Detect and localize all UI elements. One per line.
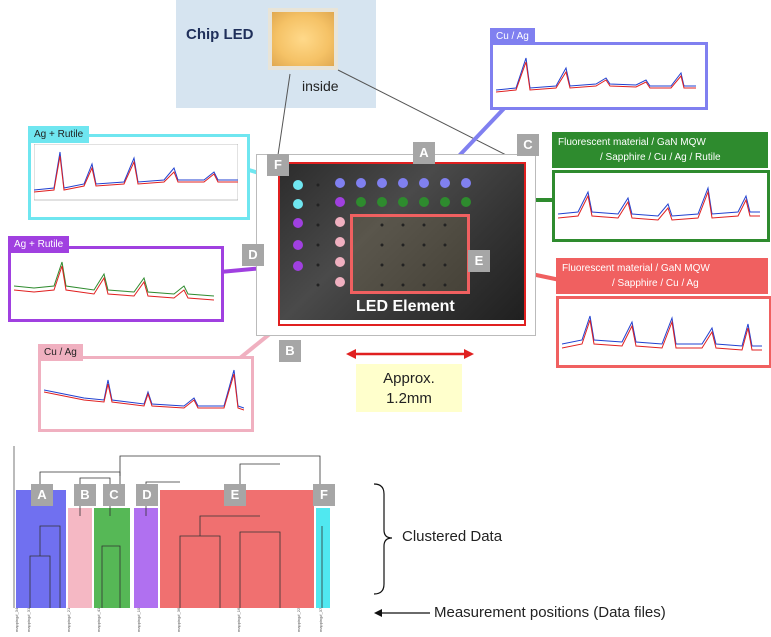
dendro-label-b: B <box>74 484 96 506</box>
cluster-band-c <box>94 508 130 608</box>
spectrum-plot-fluor-c <box>558 186 760 221</box>
dendro-label-c: C <box>103 484 125 506</box>
cluster-band-b <box>68 508 92 608</box>
dendrogram: mapping#_34 mapping#_31 mapping#_21 mapp… <box>13 446 330 632</box>
tag-fluor-e-line1: Fluorescent material / GaN MQW <box>562 263 710 274</box>
led-element-label: LED Element <box>356 298 455 315</box>
svg-text:mapping#_16: mapping#_16 <box>236 607 241 632</box>
dendro-label-a: A <box>31 484 53 506</box>
inside-label: inside <box>302 78 339 94</box>
tag-ag-rutile-f: Ag + Rutile <box>28 126 90 143</box>
svg-text:mapping#_21: mapping#_21 <box>66 607 71 632</box>
grid-points <box>316 183 447 287</box>
svg-text:mapping#_10: mapping#_10 <box>136 607 141 632</box>
spectrum-plot-ag-rutile-d <box>14 261 214 301</box>
svg-text:mapping#_31: mapping#_31 <box>26 607 31 632</box>
svg-text:mapping#_36: mapping#_36 <box>176 607 181 632</box>
tag-fluor-c-line2: / Sapphire / Cu / Ag / Rutile <box>600 152 721 163</box>
dots-b <box>335 217 345 287</box>
spectrum-plot-cu-ag-top <box>496 57 696 93</box>
spectrum-panel-ag-rutile-f <box>28 134 250 220</box>
label-e: E <box>468 250 490 272</box>
approx-line2: 1.2mm <box>386 390 432 407</box>
measurement-tick-labels: mapping#_34 mapping#_31 mapping#_21 mapp… <box>14 607 323 632</box>
tag-fluor-c-box <box>552 132 768 168</box>
svg-text:mapping#_22: mapping#_22 <box>296 607 301 632</box>
spectrum-plot-fluor-e <box>562 315 762 351</box>
clustered-data-label: Clustered Data <box>402 528 503 545</box>
label-c: C <box>517 134 539 156</box>
cluster-band-a <box>16 490 66 608</box>
dots-d <box>293 197 345 271</box>
label-a: A <box>413 142 435 164</box>
tag-fluor-e-line2: / Sapphire / Cu / Ag <box>612 278 699 289</box>
label-b: B <box>279 340 301 362</box>
dendro-label-f: F <box>313 484 335 506</box>
cluster-band-f <box>316 508 330 608</box>
label-d: D <box>242 244 264 266</box>
cluster-bands <box>16 490 330 608</box>
led-element-box <box>350 214 470 294</box>
approx-box <box>356 364 462 412</box>
cluster-band-d <box>134 508 158 608</box>
spectrum-panel-fluor-c <box>552 170 770 242</box>
svg-text:mapping#_37: mapping#_37 <box>318 607 323 632</box>
dots-f <box>293 180 303 209</box>
svg-text:mapping#_41: mapping#_41 <box>96 607 101 632</box>
spectrum-panel-cu-ag-top <box>490 42 708 110</box>
spectrum-plot-cu-ag-bottom <box>44 369 244 411</box>
label-f: F <box>267 154 289 176</box>
cluster-band-e <box>160 490 314 608</box>
chip-led-label: Chip LED <box>186 26 254 43</box>
dots-row-c <box>356 197 471 207</box>
tag-fluor-e-box <box>556 258 768 294</box>
dendro-label-d: D <box>136 484 158 506</box>
measurement-area-outline <box>278 162 526 326</box>
dendro-label-e: E <box>224 484 246 506</box>
approx-line1: Approx. <box>383 370 435 387</box>
spectrum-panel-ag-rutile-d <box>8 246 224 322</box>
tag-cu-ag-top: Cu / Ag <box>490 28 535 45</box>
spectrum-plot-ag-rutile-f <box>34 144 238 201</box>
dots-row-a <box>335 178 471 188</box>
tag-ag-rutile-d: Ag + Rutile <box>8 236 70 253</box>
tag-fluor-c-line1: Fluorescent material / GaN MQW <box>558 137 706 148</box>
svg-text:mapping#_34: mapping#_34 <box>14 607 19 632</box>
tag-cu-ag-bottom: Cu / Ag <box>38 344 83 361</box>
spectrum-panel-cu-ag-bottom <box>38 356 254 432</box>
measurement-positions-label: Measurement positions (Data files) <box>434 604 666 621</box>
chip-led-image <box>268 8 338 70</box>
